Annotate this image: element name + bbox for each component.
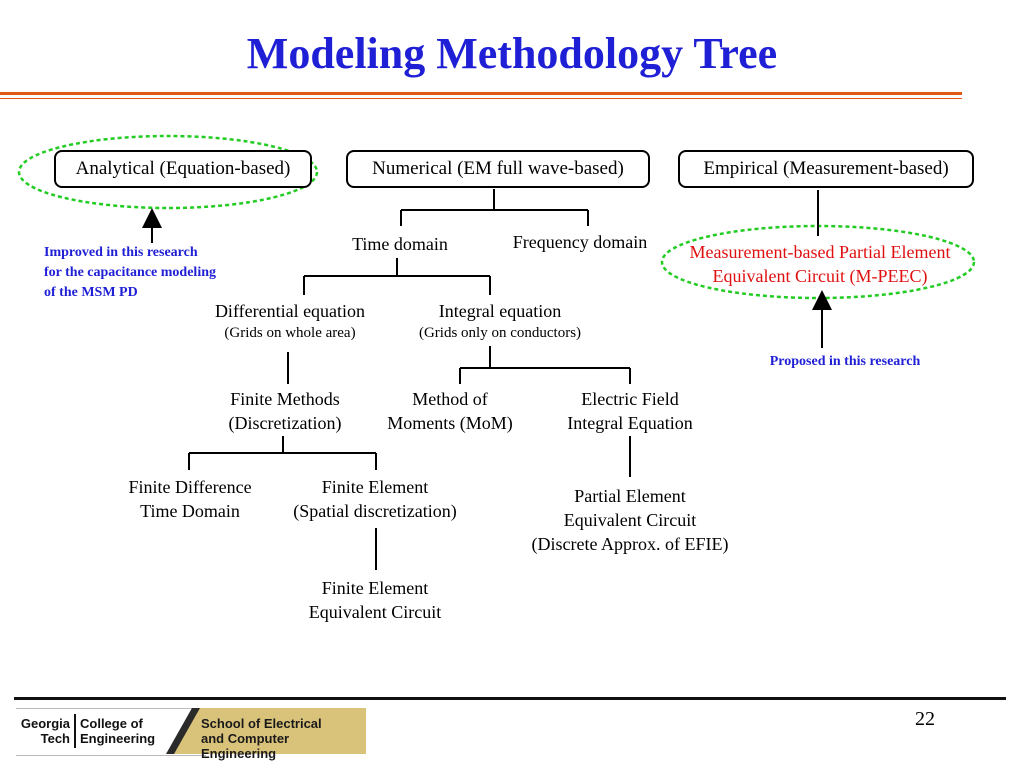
logo-gt-line2: Tech — [40, 731, 70, 746]
page-number: 22 — [915, 708, 935, 730]
efie-line1: Electric Field — [581, 389, 679, 409]
integral-equation-label: Integral equation — [438, 301, 562, 321]
logo-gt-line1: Georgia — [20, 716, 70, 731]
georgia-tech-logo: Georgia Tech College of Engineering Scho… — [16, 708, 366, 761]
peec-line1: Partial Element — [574, 486, 686, 506]
numerical-box: Numerical (EM full wave-based) — [346, 150, 650, 188]
differential-equation-note: (Grids on whole area) — [224, 325, 356, 341]
footer-divider — [14, 697, 1006, 700]
finite-element-line2: (Spatial discretization) — [293, 501, 457, 521]
improved-note-line2: for the capacitance modeling — [44, 265, 216, 280]
analytical-highlight-ellipse — [17, 134, 319, 210]
finite-methods-line1: Finite Methods — [230, 389, 340, 409]
page-title: Modeling Methodology Tree — [246, 29, 778, 78]
logo-school-line2: and Computer Engineering — [201, 731, 290, 761]
peec-line3: (Discrete Approx. of EFIE) — [531, 534, 729, 554]
finite-element-line1: Finite Element — [321, 477, 429, 497]
integral-equation-note: (Grids only on conductors) — [418, 325, 582, 341]
differential-equation-label: Differential equation — [214, 301, 366, 321]
logo-coe-line2: Engineering — [80, 731, 156, 746]
analytical-box: Analytical (Equation-based) — [54, 150, 312, 188]
finite-methods-line2: (Discretization) — [228, 413, 342, 433]
empirical-box: Empirical (Measurement-based) — [678, 150, 974, 188]
fdtd-line1: Finite Difference — [128, 477, 252, 497]
logo-school-line1: School of Electrical — [201, 716, 322, 731]
proposed-note: Proposed in this research — [769, 354, 921, 369]
logo-coe-line1: College of — [80, 716, 143, 731]
title-divider-thick — [0, 92, 962, 95]
fe-circuit-line2: Equivalent Circuit — [308, 602, 442, 622]
efie-line2: Integral Equation — [567, 413, 693, 433]
mom-line1: Method of — [412, 389, 488, 409]
mom-line2: Moments (MoM) — [387, 413, 513, 433]
title-divider-thin — [0, 98, 962, 99]
fe-circuit-line1: Finite Element — [321, 578, 429, 598]
frequency-domain-label: Frequency domain — [512, 232, 648, 252]
improved-note-line3: of the MSM PD — [44, 285, 138, 300]
peec-line2: Equivalent Circuit — [563, 510, 697, 530]
mpeec-line1: Measurement-based Partial Element — [689, 242, 951, 262]
fdtd-line2: Time Domain — [140, 501, 240, 521]
mpeec-line2: Equivalent Circuit (M-PEEC) — [712, 266, 928, 286]
time-domain-label: Time domain — [352, 234, 448, 254]
improved-note-line1: Improved in this research — [44, 245, 198, 260]
